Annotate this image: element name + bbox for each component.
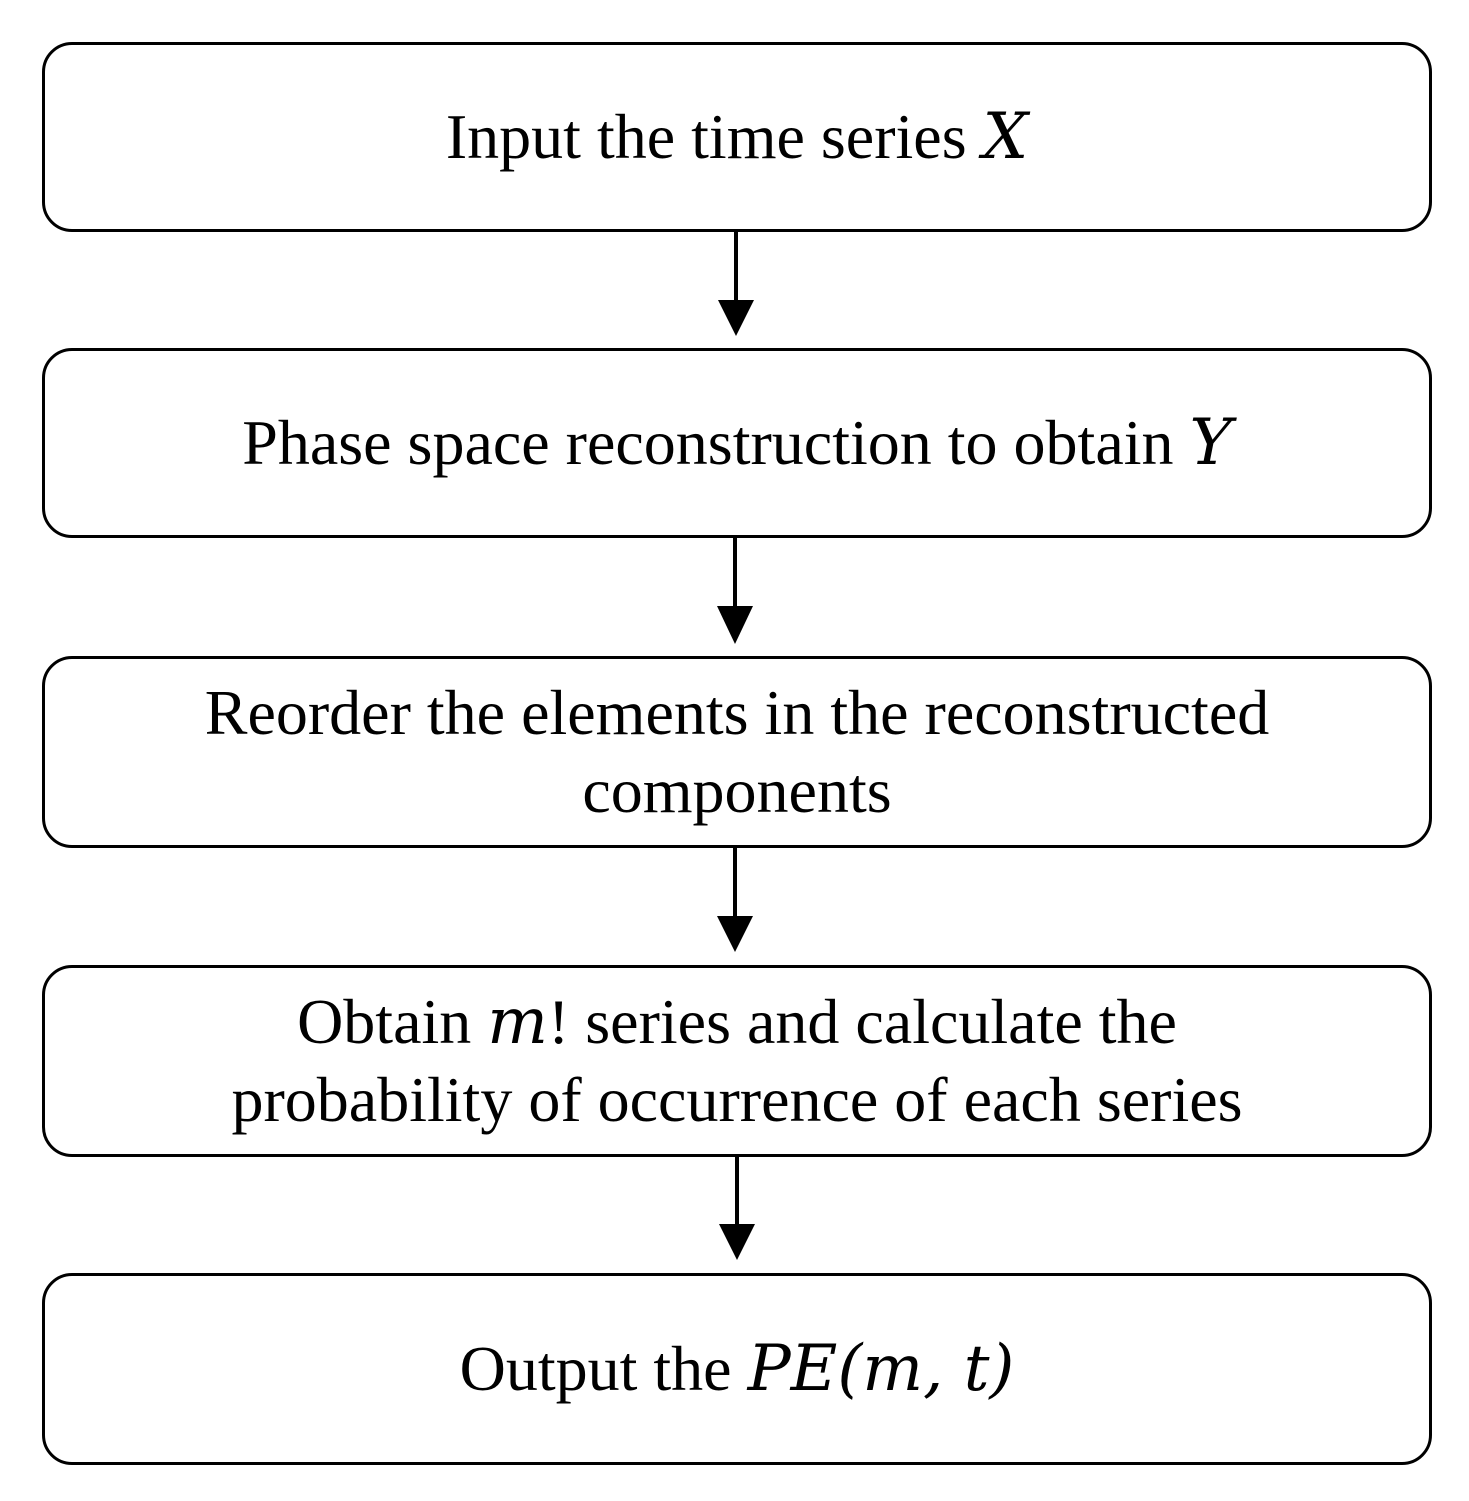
step-text-pre: Obtain [297, 985, 488, 1057]
variable-pe: PE [747, 1331, 838, 1406]
step-label-input-series: Input the time series X [386, 98, 1088, 176]
step-label-phase-space: Phase space reconstruction to obtain Y [182, 404, 1292, 482]
variable-m: m [487, 984, 548, 1059]
step-text-line-2: components [582, 755, 892, 826]
step-box-input-series: Input the time series X [42, 42, 1432, 232]
step-label-reorder: Reorder the elements in the reconstructe… [145, 674, 1329, 830]
step-text-pre: Phase space reconstruction to obtain [242, 406, 1190, 478]
step-text-pre: Output the [459, 1332, 748, 1404]
step-box-probability: Obtain m! series and calculate the proba… [42, 965, 1432, 1157]
step-box-phase-space: Phase space reconstruction to obtain Y [42, 348, 1432, 538]
step-label-output: Output the PE(m, t) [400, 1330, 1075, 1408]
step-text-line-1: Reorder the elements in the reconstructe… [204, 676, 1270, 748]
step-box-output: Output the PE(m, t) [42, 1273, 1432, 1465]
variable-x: X [982, 99, 1029, 174]
step-text-pre: Input the time series [445, 100, 983, 172]
arrow-step3-to-step4 [717, 848, 753, 952]
step-box-reorder: Reorder the elements in the reconstructe… [42, 656, 1432, 848]
arrow-step1-to-step2 [718, 232, 754, 336]
step-text-line-2: probability of occurrence of each series [231, 1064, 1243, 1135]
arrow-step4-to-step5 [719, 1157, 755, 1260]
step-label-probability: Obtain m! series and calculate the proba… [171, 983, 1302, 1139]
step-text-post: ! series and calculate the [547, 985, 1177, 1057]
arrow-step2-to-step3 [717, 538, 753, 644]
step-text-line-1: Obtain m! series and calculate the [231, 983, 1242, 1061]
variable-y: Y [1189, 405, 1232, 480]
variable-pe-args: (m, t) [837, 1331, 1015, 1406]
